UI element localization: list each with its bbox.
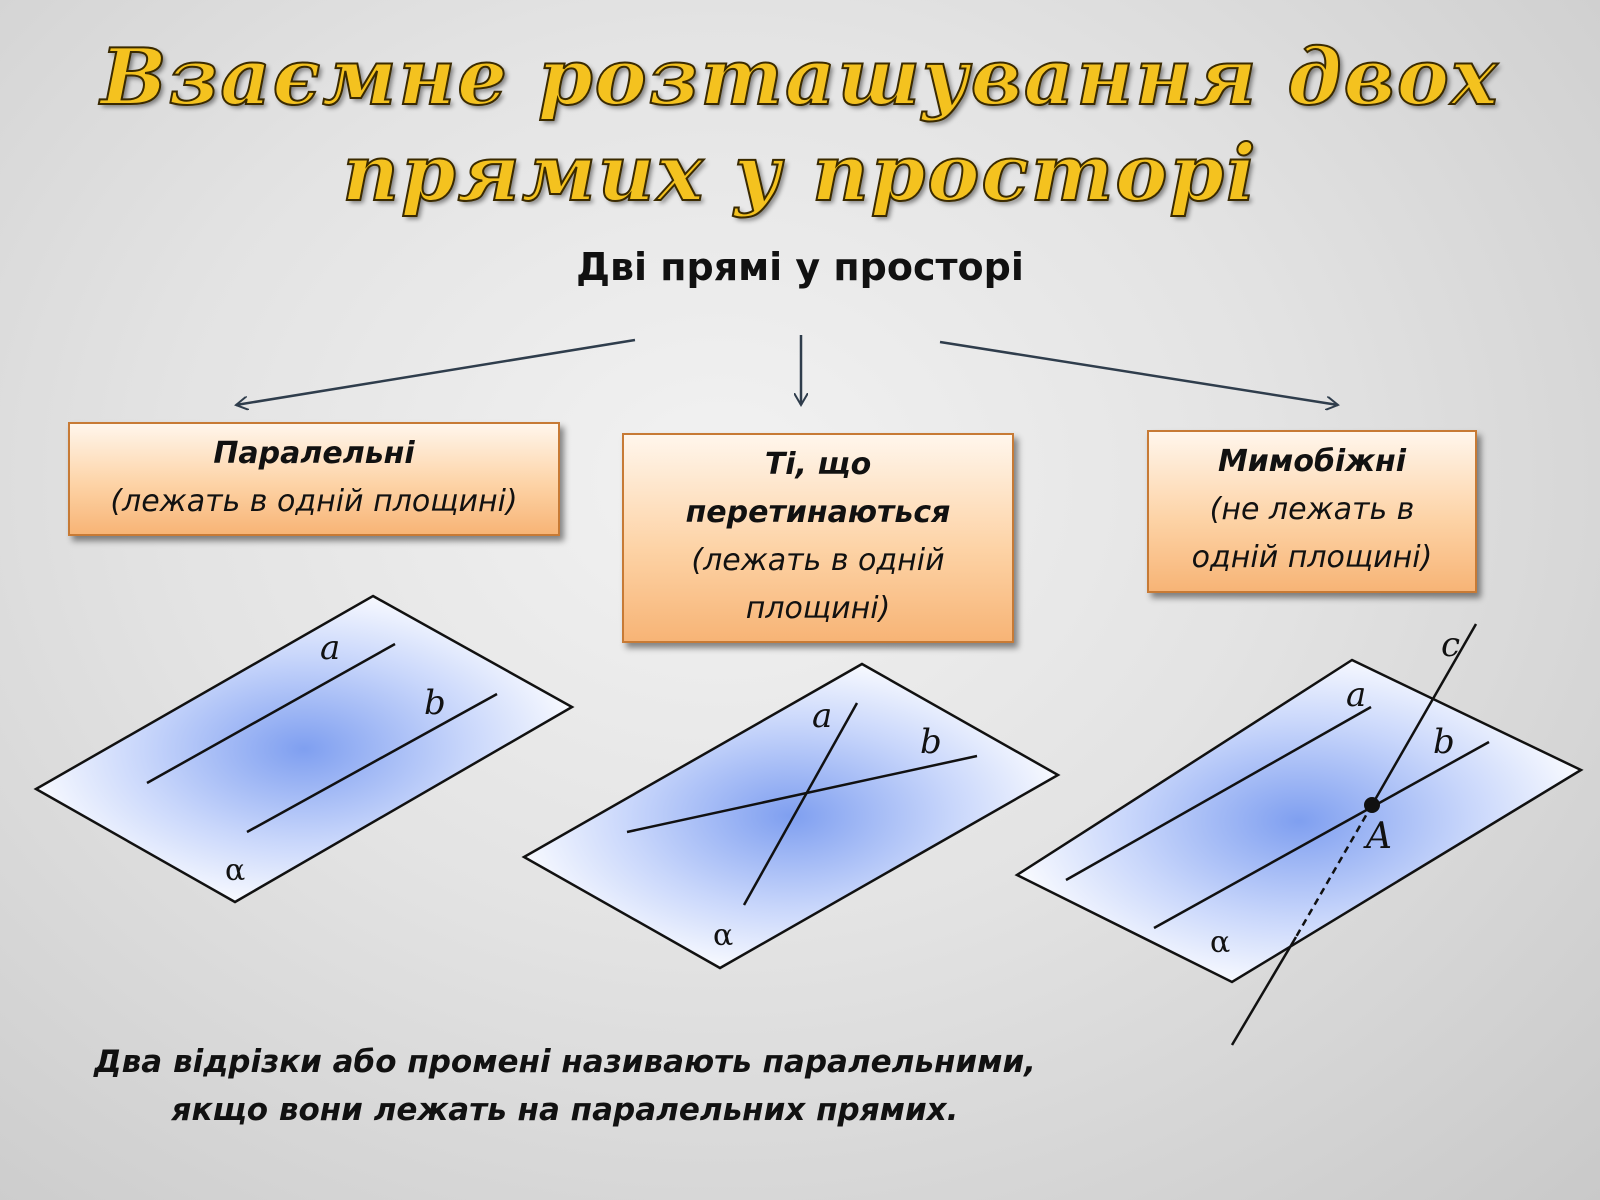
- arrow-to-skew: [939, 340, 1338, 405]
- intersecting-note-line-1: (лежать в одній: [691, 543, 945, 578]
- label-a: a: [1346, 675, 1366, 715]
- skew-figure: a b c A α: [1014, 623, 1584, 1046]
- diagram-subtitle: Дві прямі у просторі: [576, 245, 1024, 289]
- intersecting-heading-line-1: Ті, що: [764, 447, 872, 482]
- label-alpha: α: [1210, 925, 1230, 960]
- parallel-figure: a b α: [33, 594, 575, 904]
- parallel-box: Паралельні (лежать в одній площині): [68, 422, 560, 536]
- plane-alpha: [33, 594, 575, 904]
- plane-alpha: [1014, 658, 1584, 984]
- line-b: [1153, 740, 1490, 930]
- connector-arrows: [236, 335, 1338, 405]
- intersecting-note-line-2: площині): [745, 591, 891, 626]
- line-c-hidden: [1294, 804, 1374, 938]
- slide-title: Взаємне розташування двох прямих у прост…: [0, 30, 1600, 222]
- label-c: c: [1441, 625, 1460, 665]
- skew-heading: Мимобіжні: [1217, 444, 1407, 479]
- skew-box: Мимобіжні (не лежать в одній площині): [1147, 430, 1477, 593]
- label-a: a: [320, 628, 340, 668]
- title-line-1: Взаємне розташування двох: [100, 31, 1500, 124]
- label-alpha: α: [225, 853, 245, 888]
- title-line-2: прямих у просторі: [341, 127, 1258, 220]
- line-a: [742, 702, 859, 906]
- plane-alpha: [521, 662, 1061, 970]
- label-b: b: [1433, 722, 1455, 762]
- intersecting-heading-line-2: перетинаються: [685, 495, 951, 530]
- label-b: b: [424, 683, 446, 723]
- arrow-to-parallel: [236, 338, 636, 405]
- line-c-lower: [1230, 936, 1298, 1046]
- definition-note: Два відрізки або промені називають парал…: [0, 1038, 1130, 1134]
- label-a: a: [812, 696, 832, 736]
- parallel-note: (лежать в одній площині): [110, 484, 518, 519]
- line-b: [246, 692, 498, 834]
- line-c-upper: [1370, 623, 1478, 806]
- line-b: [626, 754, 978, 834]
- definition-line-1: Два відрізки або промені називають парал…: [94, 1044, 1036, 1080]
- intersecting-figure: a b α: [521, 662, 1061, 970]
- skew-note-line-1: (не лежать в: [1209, 492, 1415, 527]
- line-a: [146, 642, 396, 785]
- definition-line-2: якщо вони лежать на паралельних прямих.: [171, 1092, 959, 1128]
- label-b: b: [920, 722, 942, 762]
- intersecting-box: Ті, що перетинаються (лежать в одній пло…: [622, 433, 1014, 643]
- label-point-a: A: [1363, 816, 1392, 857]
- line-a: [1065, 705, 1372, 882]
- skew-note-line-2: одній площині): [1191, 540, 1433, 575]
- parallel-heading: Паралельні: [213, 436, 415, 471]
- point-a-dot: [1364, 797, 1380, 813]
- label-alpha: α: [713, 918, 733, 953]
